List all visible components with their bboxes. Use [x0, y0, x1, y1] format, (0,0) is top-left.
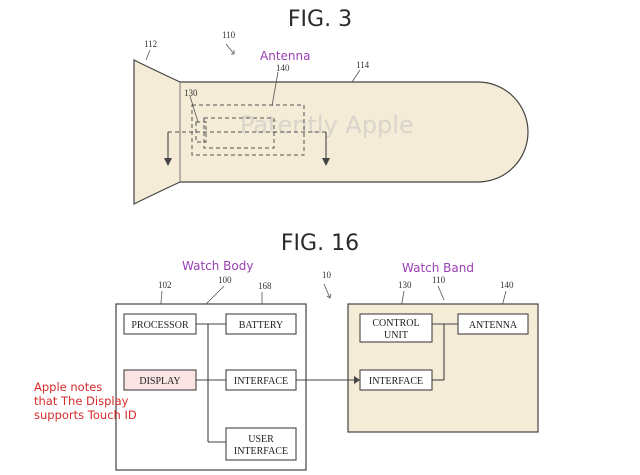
interface-band-label: INTERFACE: [369, 376, 423, 387]
control-unit-label-1: CONTROL: [372, 318, 419, 329]
ref-10: 10: [322, 270, 332, 280]
battery-label: BATTERY: [239, 320, 283, 331]
user-interface-label-2: INTERFACE: [234, 446, 288, 457]
leader-130: [189, 95, 199, 123]
band-outline: [133, 59, 529, 205]
antenna-label: Antenna: [260, 49, 310, 63]
ref-168: 168: [258, 281, 272, 291]
ref-110-fig3: 110: [222, 30, 236, 40]
interface-link-arrow-right: [354, 376, 360, 384]
right-arrowhead: [322, 158, 330, 166]
leader-110: [225, 43, 235, 55]
fig3-title: FIG. 3: [288, 7, 352, 32]
ref-140-fig16: 140: [500, 280, 514, 290]
ref-130-fig3: 130: [184, 88, 198, 98]
leader-140: [271, 71, 279, 107]
interface-body-label: INTERFACE: [234, 376, 288, 387]
battery-box: BATTERY: [225, 313, 297, 335]
touch-id-note: Apple notes that The Display supports To…: [34, 380, 137, 422]
ref-114: 114: [356, 60, 370, 70]
watch-band-label: Watch Band: [402, 261, 474, 275]
watermark: Patently Apple: [240, 111, 414, 139]
antenna-box-label: ANTENNA: [469, 320, 518, 331]
ref-112: 112: [144, 39, 157, 49]
user-interface-label-1: USER: [248, 434, 274, 445]
leader-10: [323, 283, 331, 299]
leader-110: [437, 285, 445, 301]
processor-label: PROCESSOR: [131, 320, 189, 331]
control-unit-label-2: UNIT: [384, 330, 408, 341]
processor-box: PROCESSOR: [123, 313, 197, 335]
ref-140-fig3: 140: [276, 63, 290, 73]
left-arrowhead: [164, 158, 172, 166]
watch-body-label: Watch Body: [182, 259, 253, 273]
leader-112: [145, 49, 151, 61]
arrow-110: [231, 50, 235, 55]
display-box: DISPLAY: [123, 369, 197, 391]
user-interface-box: USER INTERFACE: [225, 427, 297, 461]
interface-body-box: INTERFACE: [225, 369, 297, 391]
arrow-10: [326, 293, 332, 299]
control-unit-box: CONTROL UNIT: [359, 313, 433, 343]
ref-110-fig16: 110: [432, 275, 446, 285]
note-line-1: Apple notes: [34, 380, 102, 394]
interface-band-box: INTERFACE: [359, 369, 433, 391]
ref-102: 102: [158, 280, 172, 290]
antenna-dashed-structure: [164, 104, 330, 166]
fig16-title: FIG. 16: [281, 231, 359, 256]
antenna-box: ANTENNA: [457, 313, 529, 335]
leader-114: [351, 69, 361, 83]
leader-100: [205, 285, 225, 305]
antenna-outer-dashed: [191, 104, 305, 156]
ref-100: 100: [218, 275, 232, 285]
note-line-3: supports Touch ID: [34, 408, 137, 422]
ref-130-fig16: 130: [398, 280, 412, 290]
antenna-inner-dashed: [203, 117, 275, 149]
fig3-watch-band: Patently Apple: [133, 43, 529, 205]
display-label: DISPLAY: [139, 376, 180, 387]
note-line-2: that The Display: [34, 394, 129, 408]
